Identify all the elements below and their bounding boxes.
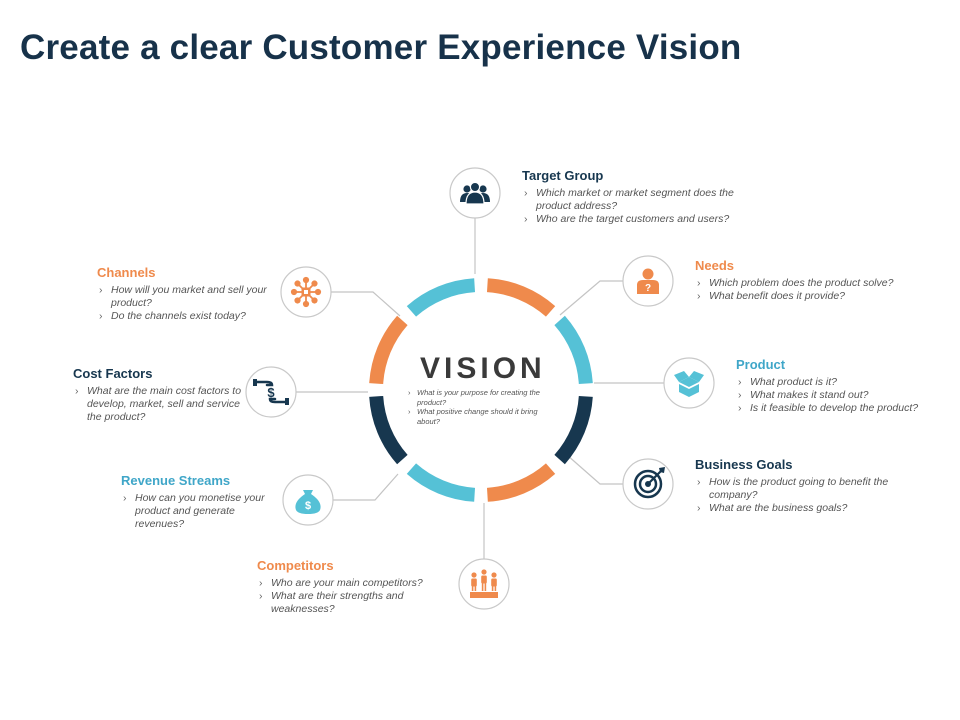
node-bullet: Is it feasible to develop the product?	[736, 402, 946, 415]
node-business-goals: Business Goals How is the product going …	[695, 457, 895, 515]
hands-dollar-icon: $	[253, 379, 289, 405]
node-target-group: Target Group Which market or market segm…	[522, 168, 752, 226]
page-title: Create a clear Customer Experience Visio…	[20, 28, 742, 67]
ring-segment	[554, 395, 593, 465]
money-bag-icon: $	[295, 490, 321, 514]
node-bullet: What benefit does it provide?	[695, 290, 925, 303]
ring-segment	[406, 463, 476, 502]
ring-segment	[486, 463, 556, 502]
node-title: Cost Factors	[73, 366, 153, 381]
center-note: What is your purpose for creating the pr…	[407, 388, 555, 407]
vision-ring	[369, 278, 593, 502]
node-needs: Needs Which problem does the product sol…	[695, 258, 925, 303]
users-group-icon	[460, 181, 490, 205]
node-bullet: What are their strengths and weaknesses?	[257, 590, 437, 616]
node-bullet: Who are your main competitors?	[257, 577, 437, 590]
svg-text:$: $	[305, 500, 311, 512]
node-bullet: Which market or market segment does the …	[522, 187, 752, 213]
product-box-icon	[674, 371, 704, 397]
node-competitors: Competitors Who are your main competitor…	[257, 558, 437, 616]
node-bullet: What are the business goals?	[695, 502, 895, 515]
node-bullet: How is the product going to benefit the …	[695, 476, 895, 502]
node-bullet: Do the channels exist today?	[97, 310, 267, 323]
node-product: Product What product is it? What makes i…	[736, 357, 946, 415]
node-bullet: Which problem does the product solve?	[695, 277, 925, 290]
node-title: Competitors	[257, 558, 334, 573]
node-title: Channels	[97, 265, 156, 280]
node-bullet: What product is it?	[736, 376, 946, 389]
connector-line	[331, 291, 401, 317]
node-bullet: Who are the target customers and users?	[522, 213, 752, 226]
node-title: Business Goals	[695, 457, 793, 472]
node-title: Target Group	[522, 168, 604, 183]
node-bullet: How will you market and sell your produc…	[97, 284, 267, 310]
node-icons: ? $ $	[245, 167, 715, 610]
ring-segment	[369, 395, 408, 465]
target-icon	[633, 467, 665, 499]
connector-line	[566, 454, 624, 485]
node-revenue-streams: Revenue Streams How can you monetise you…	[121, 473, 271, 531]
node-bullet: How can you monetise your product and ge…	[121, 492, 271, 531]
svg-text:$: $	[267, 385, 275, 400]
node-channels: Channels How will you market and sell yo…	[97, 265, 267, 323]
node-bullet: What makes it stand out?	[736, 389, 946, 402]
center-notes: What is your purpose for creating the pr…	[407, 388, 555, 426]
center-note: What positive change should it bring abo…	[407, 407, 555, 426]
node-bullet: What are the main cost factors to develo…	[73, 385, 248, 424]
person-question-icon: ?	[637, 268, 659, 294]
ring-segment	[406, 278, 476, 317]
ring-segment	[369, 315, 408, 385]
connector-line	[559, 280, 624, 316]
node-title: Product	[736, 357, 786, 372]
node-cost-factors: Cost Factors What are the main cost fact…	[73, 366, 248, 424]
connector-line	[333, 473, 399, 501]
ring-segment	[486, 278, 556, 317]
ring-segment	[554, 315, 593, 385]
connector-lines	[296, 218, 664, 559]
node-title: Revenue Streams	[121, 473, 231, 488]
svg-text:?: ?	[645, 283, 651, 294]
node-circle	[458, 558, 510, 610]
center-title: VISION	[420, 352, 546, 385]
podium-people-icon	[470, 569, 498, 598]
network-hub-icon	[290, 276, 322, 308]
node-title: Needs	[695, 258, 735, 273]
